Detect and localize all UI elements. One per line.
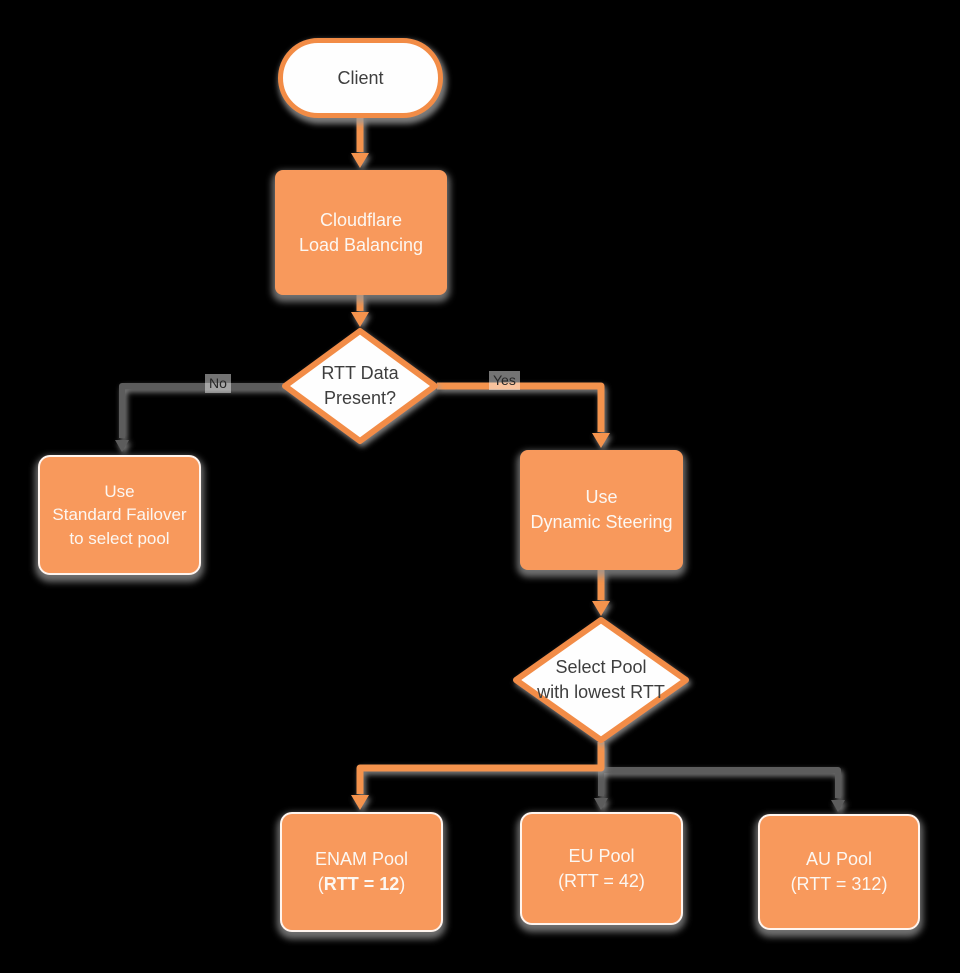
arrowhead-into-pool-decision	[592, 601, 610, 616]
gray-connectors	[115, 383, 845, 812]
rtt-decision-diamond-shape	[282, 328, 438, 444]
enam-pool-rtt: (RTT = 12)	[318, 872, 406, 897]
arrowhead-into-rtt-decision	[351, 312, 369, 327]
arrowhead-into-eu-pool	[594, 798, 608, 810]
enam-pool-node: ENAM Pool (RTT = 12)	[280, 812, 443, 932]
pool-decision-line2: with lowest RTT	[537, 682, 665, 702]
no-edge-label: No	[205, 374, 231, 394]
enam-rtt-close-paren: )	[399, 874, 406, 894]
dynamic-steering-line1: Use	[585, 487, 618, 508]
standard-failover-line1: Use	[104, 481, 135, 501]
load-balancing-node: Cloudflare Load Balancing	[275, 170, 447, 295]
standard-failover-line3: to select pool	[69, 528, 170, 548]
decision-diamonds	[282, 328, 689, 743]
dynamic-steering-line2: Dynamic Steering	[530, 512, 673, 532]
pool-decision-diamond-shape	[513, 617, 689, 743]
arrowhead-into-enam-pool	[351, 795, 369, 810]
orange-connectors	[351, 116, 610, 810]
arrowhead-into-load-balancer	[351, 153, 369, 168]
enam-rtt-value: RTT = 12	[323, 874, 400, 894]
yes-edge-label: Yes	[489, 371, 520, 391]
edge-yes-branch	[437, 382, 605, 432]
standard-failover-node: Use Standard Failover to select pool	[38, 455, 201, 575]
eu-pool-node: EU Pool (RTT = 42)	[520, 812, 683, 925]
client-label: Client	[337, 67, 384, 88]
enam-pool-name: ENAM Pool	[314, 849, 409, 870]
load-balancing-label-line2: Load Balancing	[298, 234, 424, 255]
eu-pool-name: EU Pool	[568, 845, 635, 866]
client-node: Client	[278, 38, 443, 118]
dynamic-steering-node: Use Dynamic Steering	[520, 450, 683, 570]
rtt-decision-line1: RTT Data	[321, 362, 399, 383]
arrowhead-into-au-pool	[831, 800, 845, 812]
edge-no-branch	[119, 383, 285, 438]
arrowhead-into-dynamic-steering	[592, 433, 610, 448]
au-pool-name: AU Pool	[805, 849, 873, 870]
enam-rtt-open-paren: (	[317, 874, 324, 894]
standard-failover-line2: Standard Failover	[52, 505, 187, 525]
rtt-decision-label: RTT Data Present?	[288, 352, 432, 420]
edge-to-au-pool	[598, 742, 841, 798]
eu-pool-rtt: (RTT = 42)	[558, 870, 645, 891]
edge-to-enam-pool	[356, 742, 605, 794]
au-pool-rtt: (RTT = 312)	[790, 874, 888, 894]
load-balancing-label-line1: Cloudflare	[319, 209, 403, 230]
rtt-decision-line2: Present?	[323, 388, 397, 408]
pool-decision-label: Select Pool with lowest RTT	[516, 648, 686, 712]
arrowhead-into-standard-failover	[115, 440, 129, 452]
au-pool-node: AU Pool (RTT = 312)	[758, 814, 920, 930]
pool-decision-line1: Select Pool	[555, 656, 647, 677]
